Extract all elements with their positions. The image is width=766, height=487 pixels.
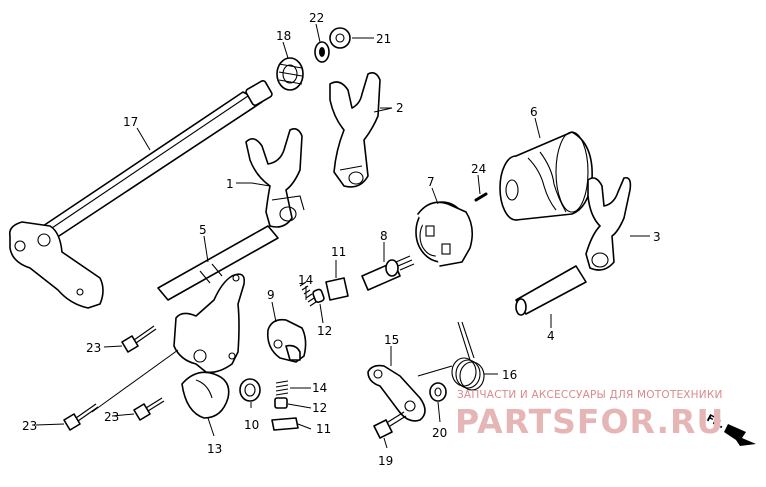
- label-23-a: 23: [86, 341, 101, 355]
- label-6: 6: [530, 105, 538, 119]
- label-10: 10: [244, 418, 259, 432]
- label-3: 3: [653, 230, 661, 244]
- label-17: 17: [123, 115, 138, 129]
- label-23-c: 23: [104, 410, 119, 424]
- part-3-shift-fork: [585, 176, 632, 271]
- label-2: 2: [396, 101, 404, 115]
- label-8: 8: [380, 229, 388, 243]
- part-23-bolt-a: [121, 325, 157, 353]
- label-9: 9: [267, 288, 275, 302]
- label-14-upper: 14: [298, 273, 313, 287]
- part-23-bolt-c: [133, 397, 165, 421]
- part-labels: 17 1 2 3 4 5 6 7 8 9 10 11 11 12 12 13 1…: [22, 11, 661, 468]
- part-22-washer: [314, 41, 330, 63]
- part-24-pin: [474, 192, 488, 202]
- part-14-spring-lower: [275, 380, 289, 396]
- part-7-shift-drum-cam: [415, 201, 474, 267]
- label-5: 5: [199, 223, 207, 237]
- watermark-logo: PARTSFOR.RU: [455, 402, 725, 441]
- part-2-shift-fork: [329, 72, 381, 188]
- label-12-lower: 12: [312, 401, 327, 415]
- label-21: 21: [376, 32, 391, 46]
- label-15: 15: [384, 333, 399, 347]
- label-7: 7: [427, 175, 435, 189]
- part-11-plate-upper: [325, 277, 349, 301]
- label-20: 20: [432, 426, 447, 440]
- label-19: 19: [378, 454, 393, 468]
- part-17-shift-spindle: [8, 80, 273, 309]
- front-arrow-icon: [724, 424, 756, 446]
- part-11-plate-lower: [271, 417, 299, 431]
- part-23-bolt-b: [63, 403, 99, 431]
- part-1-shift-fork: [245, 128, 305, 228]
- part-5-fork-shaft: [157, 225, 279, 301]
- part-21-washer: [329, 27, 351, 49]
- part-14-spring-upper: [299, 281, 317, 307]
- leader-lines: [35, 23, 650, 449]
- part-13-stopper-plate: [173, 273, 246, 419]
- part-18-spring-collar: [276, 57, 304, 91]
- label-24: 24: [471, 162, 486, 176]
- part-12-pin-upper: [312, 288, 325, 303]
- label-22: 22: [309, 11, 324, 25]
- part-8-bolt: [361, 255, 415, 291]
- label-13: 13: [207, 442, 222, 456]
- part-16-return-spring: [417, 321, 485, 391]
- label-11-upper: 11: [331, 245, 346, 259]
- label-16: 16: [502, 368, 517, 382]
- label-11-lower: 11: [316, 422, 331, 436]
- part-6-shift-drum: [499, 131, 593, 221]
- label-23-b: 23: [22, 419, 37, 433]
- label-4: 4: [547, 329, 555, 343]
- part-4-fork-shaft: [515, 265, 587, 316]
- label-14-lower: 14: [312, 381, 327, 395]
- label-18: 18: [276, 29, 291, 43]
- part-10-collar: [239, 378, 261, 402]
- part-12-pin-lower: [274, 397, 288, 409]
- part-20-washer: [429, 382, 447, 402]
- part-15-shift-arm: [367, 364, 426, 422]
- label-12-upper: 12: [317, 324, 332, 338]
- part-9-drum-center: [266, 318, 307, 363]
- label-1: 1: [226, 177, 234, 191]
- watermark-tagline: ЗАПЧАСТИ И АКСЕССУАРЫ ДЛЯ МОТОТЕХНИКИ: [457, 389, 723, 401]
- part-19-bolt: [373, 411, 407, 439]
